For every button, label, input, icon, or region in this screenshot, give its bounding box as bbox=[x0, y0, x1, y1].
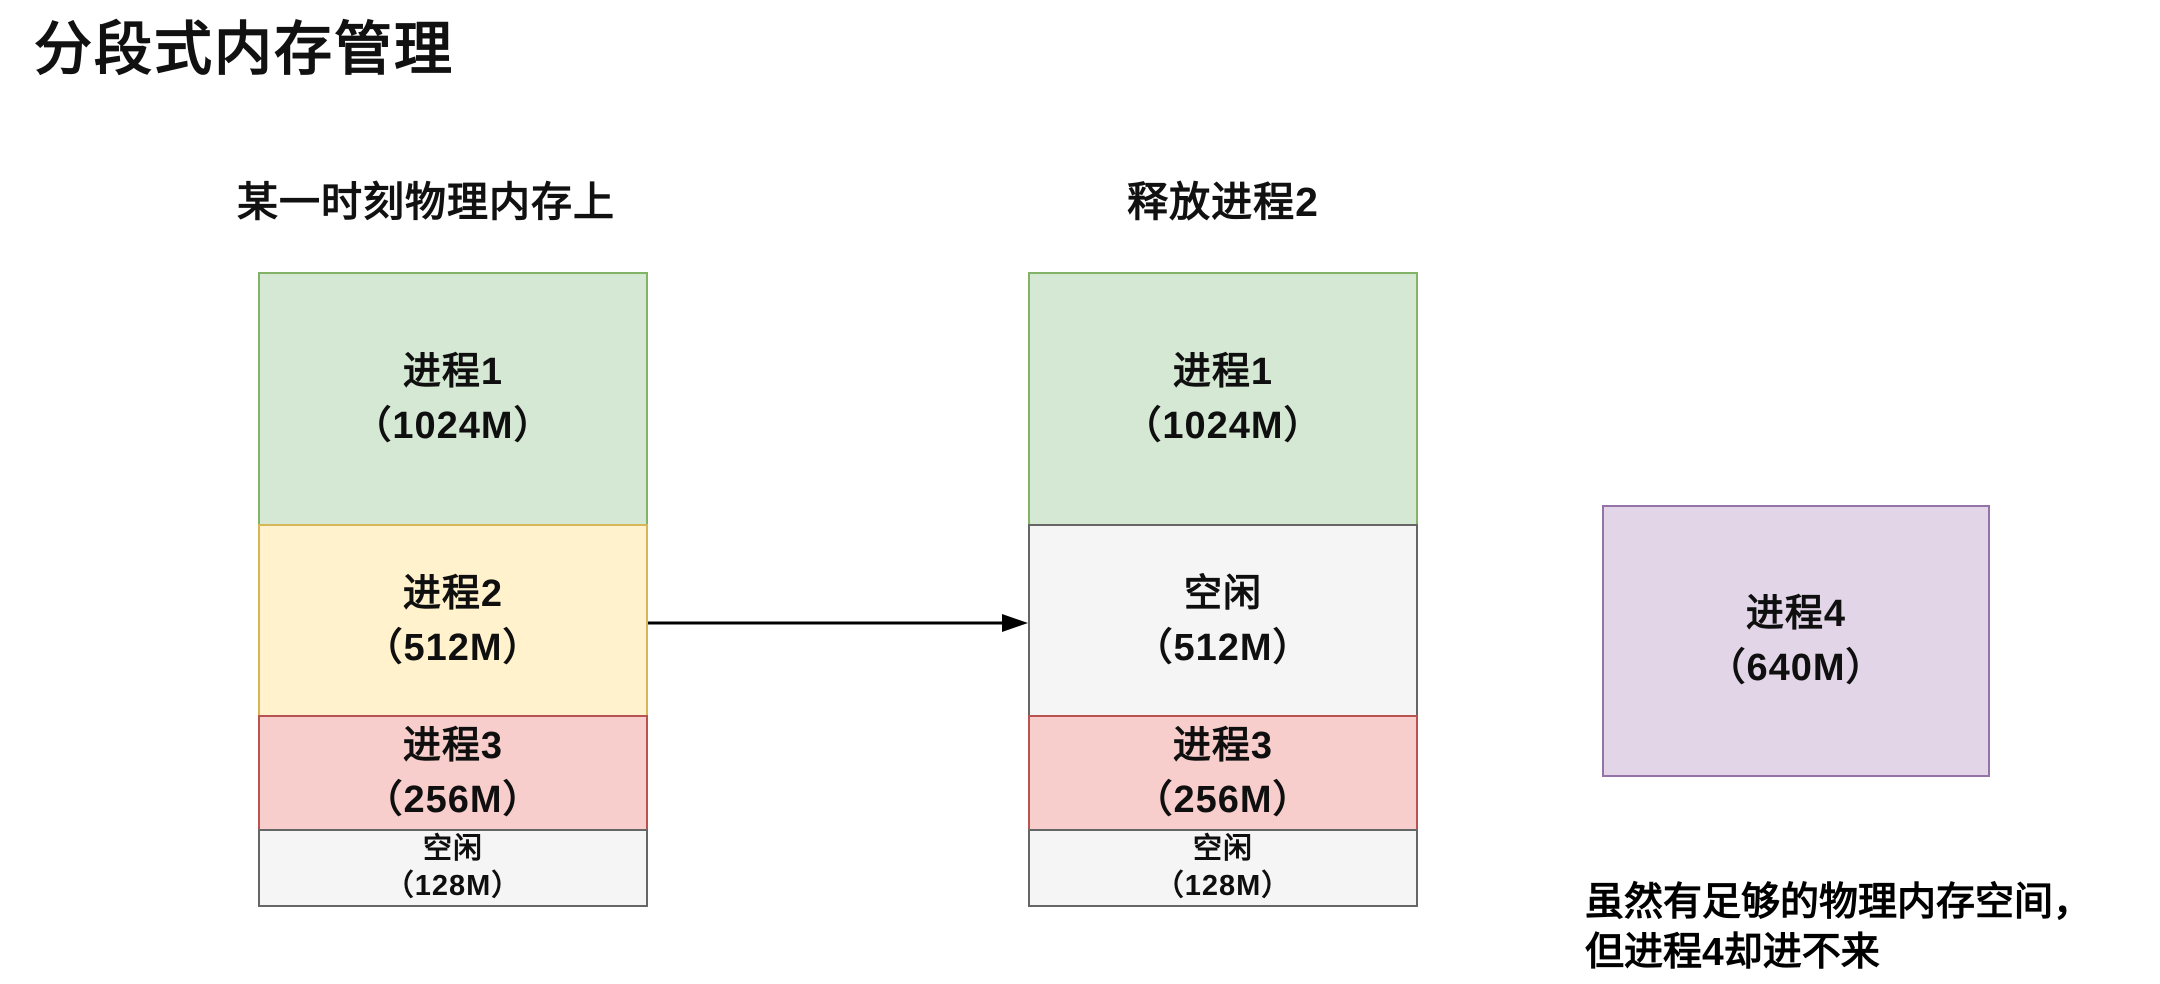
segment-label: 空闲 bbox=[1192, 833, 1253, 865]
segment-process1-before: 进程1 （1024M） bbox=[258, 272, 648, 526]
segment-label: 进程2 bbox=[402, 572, 504, 615]
segment-label: 空闲 bbox=[422, 833, 483, 865]
segment-label: 进程3 bbox=[1172, 725, 1274, 767]
segment-label: 进程3 bbox=[402, 725, 504, 767]
release-arrow-icon bbox=[648, 614, 1028, 632]
segment-size: （640M） bbox=[1707, 647, 1885, 689]
segment-size: （128M） bbox=[1154, 870, 1292, 902]
left-column-header: 某一时刻物理内存上 bbox=[237, 179, 615, 225]
memory-stack-before: 进程1 （1024M） 进程2 （512M） 进程3 （256M） 空闲 （12… bbox=[258, 272, 648, 907]
segment-label: 进程1 bbox=[402, 351, 504, 393]
segment-label: 空闲 bbox=[1183, 572, 1262, 615]
memory-stack-after: 进程1 （1024M） 空闲 （512M） 进程3 （256M） 空闲 （128… bbox=[1028, 272, 1418, 907]
segment-process3-after: 进程3 （256M） bbox=[1028, 715, 1418, 831]
segment-label: 进程4 bbox=[1745, 593, 1847, 635]
segment-size: （512M） bbox=[1134, 626, 1312, 669]
segment-size: （256M） bbox=[1134, 779, 1312, 821]
segment-process2-before: 进程2 （512M） bbox=[258, 524, 648, 717]
segment-free-small-before: 空闲 （128M） bbox=[258, 829, 648, 907]
caption-line-2: 但进程4却进不来 bbox=[1585, 931, 1880, 974]
middle-column-header: 释放进程2 bbox=[1127, 179, 1319, 225]
caption-line-1: 虽然有足够的物理内存空间， bbox=[1585, 881, 2093, 924]
segment-process3-before: 进程3 （256M） bbox=[258, 715, 648, 831]
segment-label: 进程1 bbox=[1172, 351, 1274, 393]
page-title: 分段式内存管理 bbox=[34, 17, 455, 82]
segment-process1-after: 进程1 （1024M） bbox=[1028, 272, 1418, 526]
segment-free-small-after: 空闲 （128M） bbox=[1028, 829, 1418, 907]
segment-size: （256M） bbox=[364, 779, 542, 821]
segment-size: （1024M） bbox=[1123, 405, 1323, 447]
process4-box: 进程4 （640M） bbox=[1602, 505, 1990, 777]
segment-size: （128M） bbox=[384, 870, 522, 902]
caption: 虽然有足够的物理内存空间， 但进程4却进不来 bbox=[1585, 878, 2092, 978]
segment-size: （1024M） bbox=[353, 405, 553, 447]
segment-free-512-after: 空闲 （512M） bbox=[1028, 524, 1418, 717]
segment-size: （512M） bbox=[364, 626, 542, 669]
